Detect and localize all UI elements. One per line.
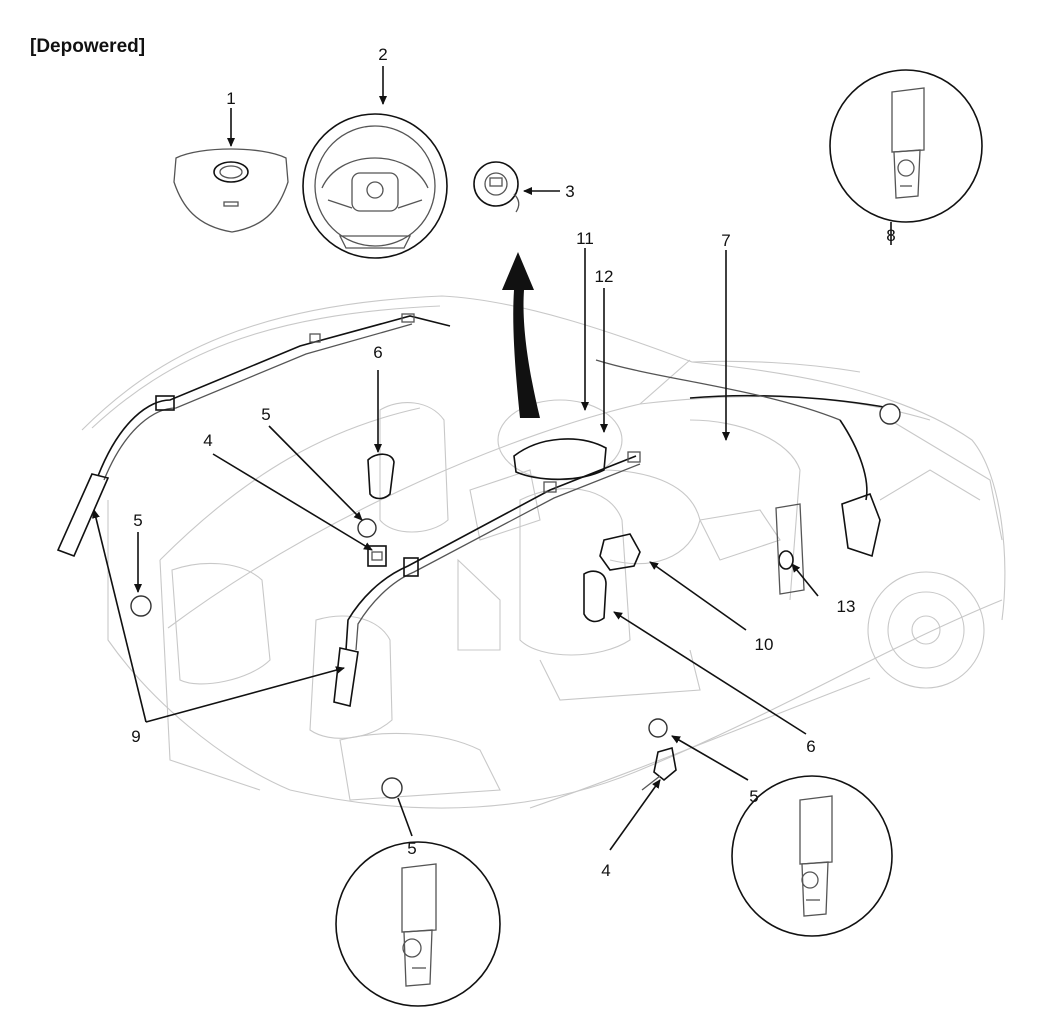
callout-11: 11 (576, 229, 594, 248)
callout-1: 1 (226, 89, 235, 108)
clock-spring (473, 161, 520, 213)
seat-side-airbag-rear (583, 570, 607, 623)
detail-view-top-right (829, 69, 983, 223)
callout-5-right: 5 (749, 787, 758, 806)
callout-labels: 1 2 3 4 4 5 5 5 5 5 6 6 7 8 9 10 11 12 1… (131, 45, 895, 880)
detail-view-bottom-center (335, 841, 501, 1007)
callout-2: 2 (378, 45, 387, 64)
curtain-airbag-left (56, 313, 451, 558)
steering-wheel (302, 113, 448, 259)
callout-13: 13 (837, 597, 856, 616)
side-impact-sensor-right (641, 746, 677, 791)
upward-arrow-icon (502, 252, 540, 418)
seat-side-airbag-front (367, 453, 395, 500)
callout-5-bottom: 5 (407, 839, 416, 858)
location-marker (381, 777, 403, 799)
callout-4-left: 4 (203, 431, 212, 450)
location-marker (130, 595, 152, 617)
callout-9: 9 (131, 727, 140, 746)
callout-6-rear: 6 (806, 737, 815, 756)
callout-6-front: 6 (373, 343, 382, 362)
vehicle-outline (81, 295, 1006, 809)
passenger-airbag-switch (775, 503, 805, 595)
callout-12: 12 (595, 267, 614, 286)
detail-view-bottom-right (731, 775, 893, 937)
callout-10: 10 (755, 635, 774, 654)
callout-4-right: 4 (601, 861, 610, 880)
callout-7: 7 (721, 231, 730, 250)
callout-8: 8 (886, 226, 895, 245)
curtain-airbag-right (333, 451, 641, 707)
callout-3: 3 (565, 182, 574, 201)
leader-lines (92, 66, 892, 851)
location-marker (357, 518, 377, 538)
driver-airbag-module (173, 148, 289, 233)
callout-5-rear: 5 (133, 511, 142, 530)
diagram-title: [Depowered] (30, 36, 146, 57)
location-marker (648, 718, 668, 738)
side-impact-sensor-left (367, 545, 387, 567)
callout-5-front: 5 (261, 405, 270, 424)
srs-control-module (599, 533, 641, 571)
location-marker (879, 403, 901, 425)
passenger-airbag (513, 359, 901, 558)
